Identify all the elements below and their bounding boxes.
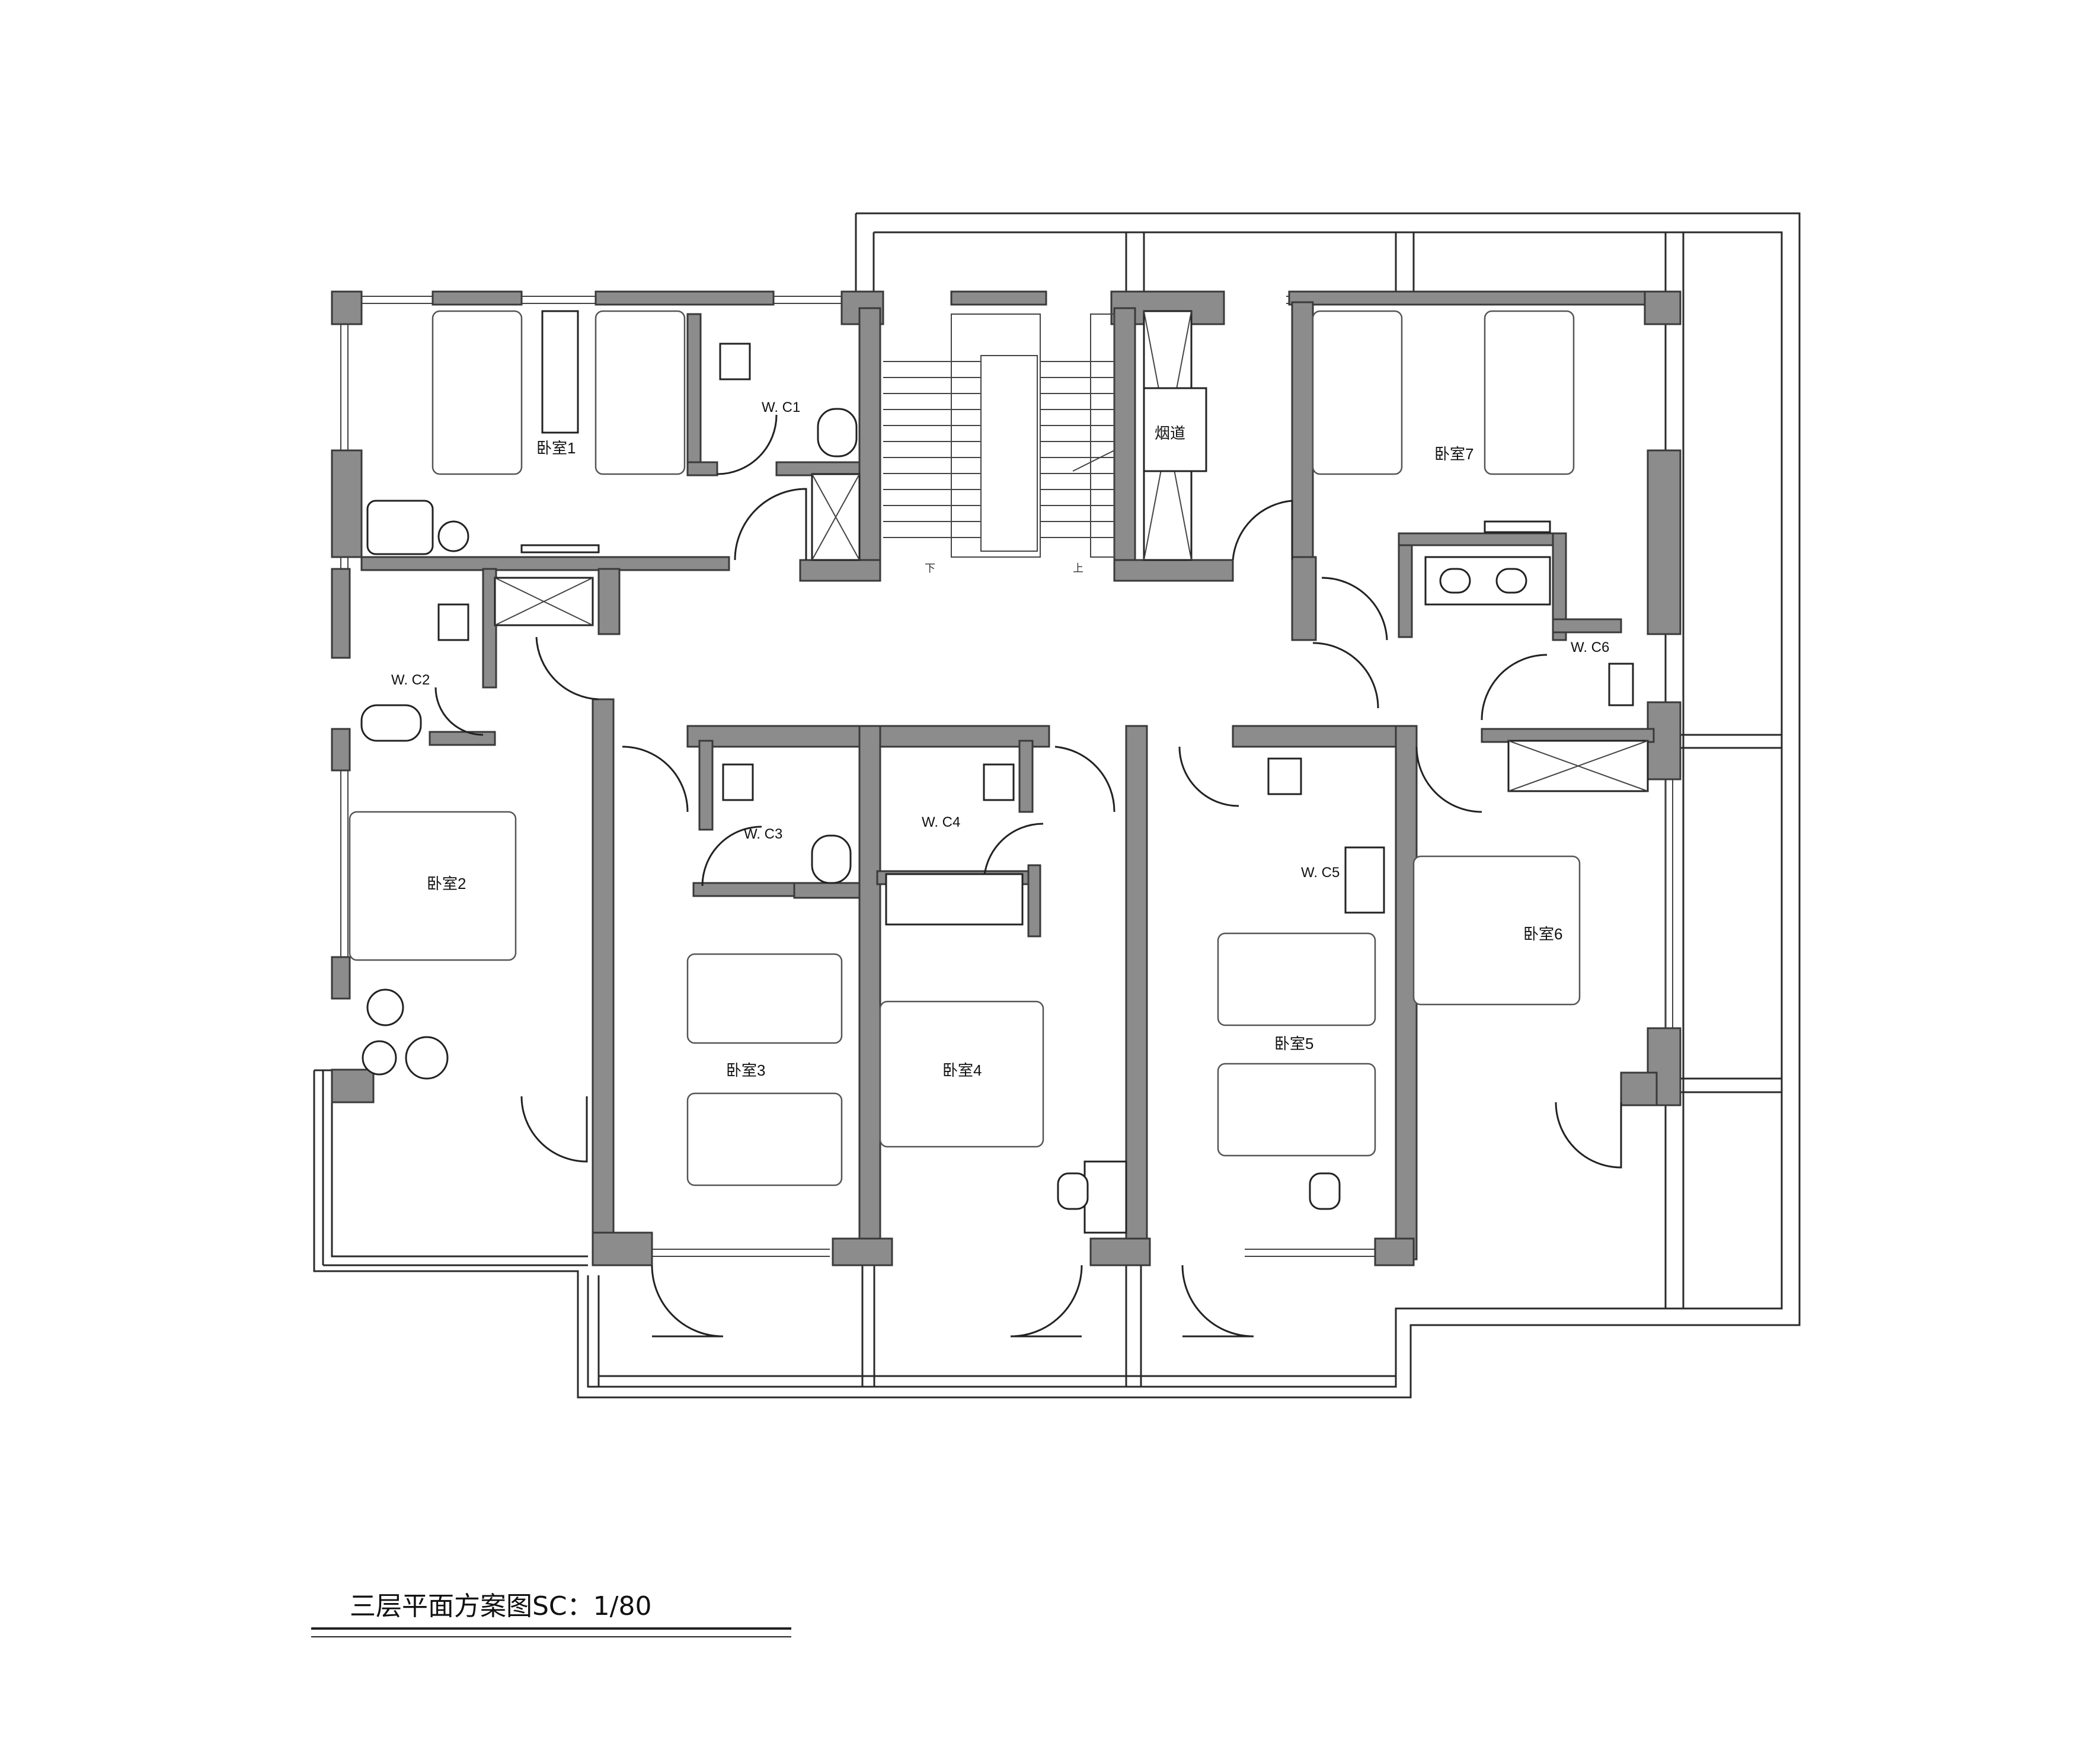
- stair-down-label: 下: [925, 562, 935, 574]
- staircase: 下 上: [883, 313, 1115, 574]
- furniture: [362, 500, 1551, 1234]
- walls: [331, 290, 1682, 1266]
- wc-label-wc4: W. C4: [922, 814, 960, 830]
- wc-label-wc5: W. C5: [1301, 865, 1340, 881]
- stair-up-label: 上: [1073, 562, 1083, 574]
- drawing-title-block: 三层平面方案图SC：1/80: [311, 1591, 791, 1637]
- terrace-outlines: [313, 212, 1801, 1399]
- wc-label-wc6: W. C6: [1571, 639, 1609, 655]
- wc-label-wc1: W. C1: [762, 399, 800, 415]
- drawing-title: 三层平面方案图SC：1/80: [350, 1591, 651, 1621]
- flue: 烟道: [1143, 387, 1207, 472]
- flue-label: 烟道: [1155, 424, 1185, 442]
- wc-label-wc2: W. C2: [391, 672, 430, 688]
- room-label-br4: 卧室4: [942, 1061, 982, 1079]
- beds: [349, 310, 1581, 1186]
- room-label-br3: 卧室3: [726, 1061, 765, 1079]
- room-labels: 卧室1 卧室2 卧室3 卧室4 卧室5 卧室6 卧室7: [427, 439, 1562, 1079]
- wc-labels: W. C1 W. C2 W. C3 W. C4 W. C5 W. C6: [391, 399, 1609, 881]
- sanitary-fixtures: [360, 343, 1634, 917]
- room-label-br1: 卧室1: [536, 439, 576, 457]
- room-label-br2: 卧室2: [427, 875, 466, 892]
- doors: [434, 414, 1622, 1338]
- room-label-br7: 卧室7: [1434, 445, 1473, 463]
- room-label-br5: 卧室5: [1274, 1035, 1313, 1052]
- room-label-br6: 卧室6: [1523, 925, 1562, 943]
- wc-label-wc3: W. C3: [744, 826, 782, 842]
